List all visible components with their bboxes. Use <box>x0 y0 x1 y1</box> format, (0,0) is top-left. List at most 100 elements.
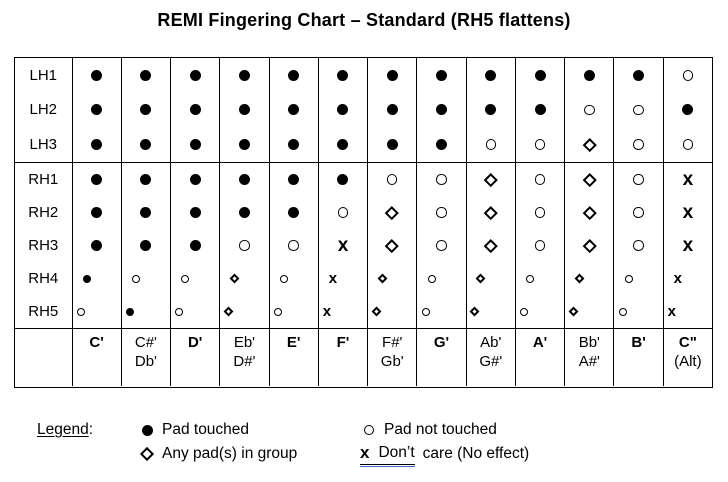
row-label-LH3: LH3 <box>29 136 58 154</box>
fingering-cell-RH3-D' <box>170 229 219 262</box>
pad-touched-dot <box>91 207 103 218</box>
note-label-Bb': Bb'A#' <box>564 329 613 386</box>
fingering-cell-RH3-F': x <box>317 229 367 262</box>
fingering-cell-LH1-C' <box>71 58 121 93</box>
fingering-cell-LH2-F#' <box>367 92 416 128</box>
pad-not-touched-dot <box>485 139 497 150</box>
legend-item-pad-not-touched: Pad not touched <box>362 420 497 440</box>
pad-not-touched-dot <box>534 240 546 251</box>
fingering-cell-RH2-B' <box>613 196 662 229</box>
note-name: F#' <box>382 334 403 351</box>
fingering-cell-RH2-E' <box>268 196 318 229</box>
pad-touched-dot <box>238 207 250 218</box>
fingering-cell-LH3-Bb' <box>564 127 613 162</box>
fingering-cell-LH1-F' <box>317 58 367 93</box>
fingering-cell-RH2-F#' <box>367 196 416 229</box>
note-name: C#' <box>134 334 157 351</box>
pad-touched-dot <box>288 69 300 81</box>
row-label-LH2: LH2 <box>29 101 58 119</box>
note-label-E': E' <box>268 329 318 386</box>
fingering-cell-RH4-Bb' <box>564 262 613 295</box>
any-pad-group-diamond <box>582 172 597 187</box>
pad-touched-dot <box>238 139 250 151</box>
pad-not-touched-dot <box>288 240 299 251</box>
legend-item-underlined-word: Don’t <box>378 443 415 461</box>
fingering-cell-RH1-Ab' <box>465 163 515 196</box>
pad-not-touched-dot <box>239 240 250 251</box>
fingering-cell-RH5-C' <box>71 295 121 328</box>
fingering-cell-LH2-Eb' <box>219 92 268 128</box>
fingering-cell-LH2-C' <box>71 92 121 128</box>
pad-touched-dot <box>288 104 300 116</box>
pad-touched-dot <box>485 104 497 116</box>
fingering-cell-LH1-F#' <box>367 58 416 93</box>
fingering-cell-RH4-G' <box>416 262 465 295</box>
fingering-cell-RH2-G' <box>416 196 465 229</box>
pad-not-touched-dot <box>633 174 644 185</box>
fingering-cell-LH1-C#' <box>120 58 170 93</box>
pad-not-touched-dot <box>279 274 288 283</box>
symbol-box <box>139 446 155 462</box>
pad-not-touched-dot <box>520 307 529 316</box>
note-name: Ab' <box>480 334 502 351</box>
pad-touched-dot <box>140 174 152 185</box>
fingering-cell-RH4-E' <box>268 262 318 295</box>
pad-touched-dot <box>238 104 250 116</box>
pad-not-touched-dot <box>534 207 546 218</box>
any-pad-group-diamond <box>385 238 399 253</box>
fingering-cell-RH3-C": x <box>662 229 712 262</box>
corner-empty-cell <box>15 329 72 386</box>
any-pad-group-diamond <box>223 306 234 317</box>
pad-not-touched-dot <box>181 274 190 283</box>
note-alt-name: D#' <box>233 353 256 370</box>
pad-touched-dot <box>189 174 201 185</box>
any-pad-group-diamond <box>582 238 597 253</box>
symbol-box <box>362 425 376 435</box>
pad-touched-dot <box>140 69 152 81</box>
pad-not-touched-dot <box>436 174 447 185</box>
fingering-cell-RH4-F': x <box>317 262 367 295</box>
pad-touched-dot <box>140 207 152 218</box>
pad-touched-dot <box>682 104 694 116</box>
pad-touched-dot <box>91 104 103 116</box>
fingering-cell-LH1-Bb' <box>564 58 613 93</box>
fingering-cell-RH4-B' <box>613 262 662 295</box>
fingering-cell-RH3-B' <box>613 229 662 262</box>
fingering-cell-RH5-G' <box>416 295 465 328</box>
pad-not-touched-icon <box>364 425 374 435</box>
legend-heading: Legend: <box>37 421 93 439</box>
pad-not-touched-dot <box>436 240 447 251</box>
any-pad-group-diamond <box>484 238 498 253</box>
any-pad-group-diamond <box>568 306 579 317</box>
fingering-cell-RH1-B' <box>613 163 662 196</box>
any-pad-group-diamond <box>229 273 240 284</box>
fingering-cell-RH3-F#' <box>367 229 416 262</box>
fingering-cell-RH4-Eb' <box>219 262 268 295</box>
note-alt-name: Gb' <box>380 353 404 370</box>
dont-care-x: x <box>682 235 694 256</box>
fingering-cell-LH3-D' <box>170 127 219 162</box>
fingering-cell-RH5-F': x <box>317 295 367 328</box>
pad-not-touched-dot <box>682 139 694 150</box>
pad-touched-dot <box>288 207 300 218</box>
note-name: C" <box>678 334 697 351</box>
pad-not-touched-dot <box>618 307 627 316</box>
note-name: G' <box>433 334 450 351</box>
fingering-cell-RH3-E' <box>268 229 318 262</box>
pad-touched-dot <box>436 69 447 81</box>
fingering-cell-LH1-Ab' <box>465 58 515 93</box>
row-label-RH3: RH3 <box>28 237 59 254</box>
any-pad-group-diamond <box>582 137 597 152</box>
fingering-cell-RH1-C' <box>71 163 121 196</box>
pad-not-touched-dot <box>436 207 447 218</box>
any-pad-group-diamond <box>469 306 480 317</box>
fingering-cell-LH1-B' <box>613 58 662 93</box>
pad-not-touched-dot <box>427 274 436 283</box>
chart-title: REMI Fingering Chart – Standard (RH5 fla… <box>157 10 571 30</box>
any-pad-group-diamond <box>484 172 498 187</box>
fingering-cell-LH1-Eb' <box>219 58 268 93</box>
pad-touched-dot <box>189 69 201 81</box>
fingering-cell-RH2-C' <box>71 196 121 229</box>
